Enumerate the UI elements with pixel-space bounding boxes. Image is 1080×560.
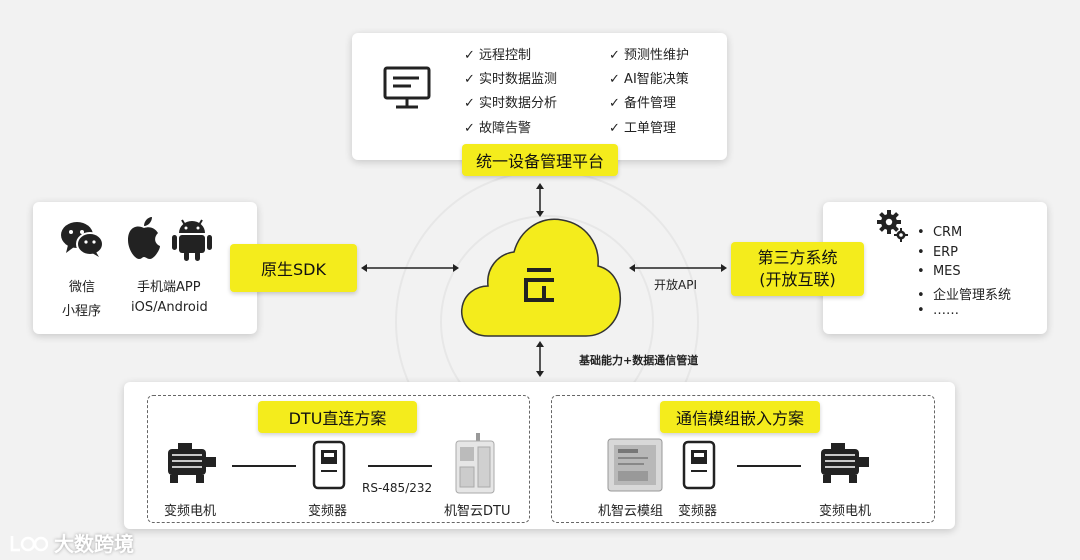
module-inverter-icon [682, 440, 716, 490]
wechat-icon [61, 222, 104, 257]
system-crm: • CRM [917, 225, 963, 240]
dtu-solution-box [147, 395, 530, 523]
motor-inverter-link [232, 465, 296, 467]
wechat-label: 微信 [69, 280, 96, 295]
system-more: • …… [917, 303, 959, 318]
platform-cloud-arrow [536, 183, 544, 217]
feature-ai-decision: ✓ AI智能决策 [609, 72, 689, 87]
third-party-line1: 第三方系统 [757, 248, 838, 267]
system-enterprise: • 企业管理系统 [917, 288, 1011, 303]
dtu-motor-caption: 变频电机 [164, 504, 217, 519]
cloud-hub [460, 218, 622, 337]
cloud-devices-arrow [536, 341, 544, 377]
inverter-dtu-link [368, 465, 432, 467]
mobile-app-label: 手机端APP [137, 280, 201, 295]
module-motor-icon [821, 443, 869, 483]
sdk-cloud-arrow [361, 264, 459, 272]
feature-predictive-maintenance: ✓ 预测性维护 [609, 48, 690, 63]
open-api-label: 开放API [654, 278, 697, 292]
motor-icon [168, 443, 216, 483]
monitor-icon [383, 66, 431, 109]
dtu-solution-title: DTU直连方案 [258, 401, 417, 433]
miniprogram-label: 小程序 [62, 304, 102, 319]
module-motor-caption: 变频电机 [819, 504, 872, 519]
feature-fault-alarm: ✓ 故障告警 [464, 121, 532, 136]
feature-realtime-monitoring: ✓ 实时数据监测 [464, 72, 558, 87]
sdk-label: 原生SDK [230, 244, 357, 292]
feature-work-order: ✓ 工单管理 [609, 121, 677, 136]
apple-icon [128, 217, 160, 259]
watermark-text: 大数跨境 [54, 532, 134, 556]
module-solution-box [551, 395, 935, 523]
basic-capability-label: 基础能力+数据通信管道 [579, 354, 699, 367]
api-arrow [629, 264, 727, 272]
ios-android-label: iOS/Android [131, 300, 208, 315]
dtu-device-icon [455, 433, 495, 494]
third-party-line2: (开放互联) [759, 270, 836, 289]
system-mes: • MES [917, 264, 961, 279]
feature-realtime-analysis: ✓ 实时数据分析 [464, 96, 558, 111]
inverter-icon [312, 440, 346, 490]
rs485-label: RS-485/232 [362, 481, 433, 495]
watermark: 大数跨境 [8, 528, 134, 557]
module-icon [607, 438, 663, 492]
module-solution-title: 通信模组嵌入方案 [660, 401, 820, 433]
module-caption: 机智云模组 [598, 504, 664, 519]
dtu-inverter-caption: 变频器 [308, 504, 348, 519]
feature-spare-parts: ✓ 备件管理 [609, 96, 677, 111]
gear-icon [877, 210, 908, 242]
third-party-label: 第三方系统 (开放互联) [731, 242, 864, 296]
dtu-device-caption: 机智云DTU [444, 504, 511, 519]
module-inverter-motor-link [737, 465, 801, 467]
android-icon [172, 219, 212, 261]
system-erp: • ERP [917, 245, 959, 260]
watermark-logo-icon [10, 535, 48, 551]
module-inverter-caption: 变频器 [678, 504, 718, 519]
platform-title: 统一设备管理平台 [462, 144, 618, 176]
feature-remote-control: ✓ 远程控制 [464, 48, 532, 63]
